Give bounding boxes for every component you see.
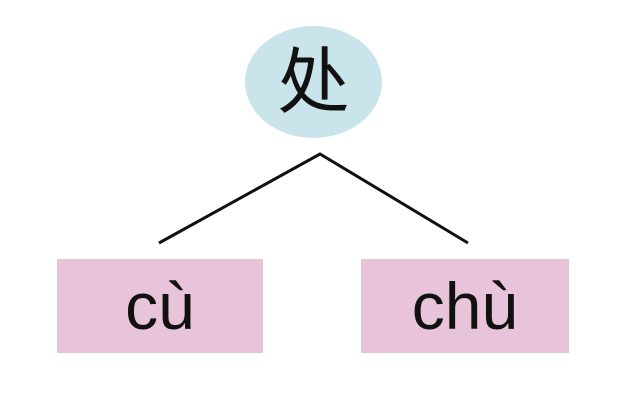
reading-right-text: chù [411, 269, 519, 343]
reading-box-right: chù [361, 259, 569, 353]
reading-box-left: cù [57, 259, 263, 353]
reading-left-text: cù [125, 269, 195, 343]
branch-lines [158, 152, 469, 245]
root-character: 处 [277, 40, 350, 124]
root-character-node: 处 [245, 26, 382, 138]
